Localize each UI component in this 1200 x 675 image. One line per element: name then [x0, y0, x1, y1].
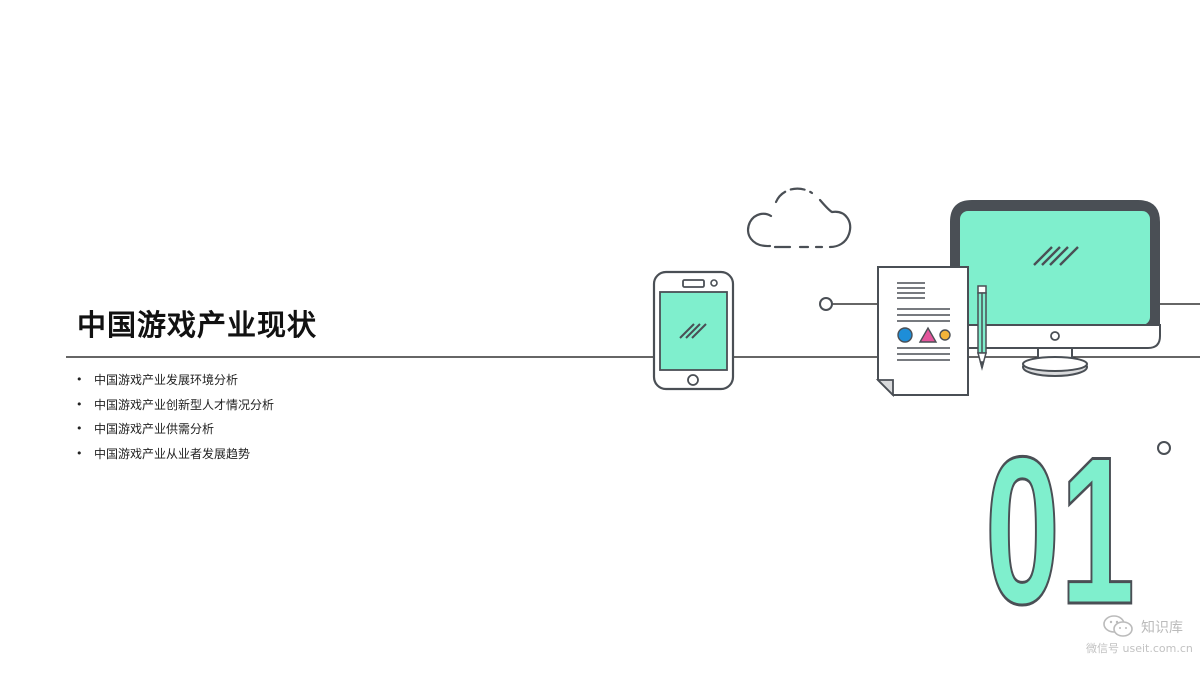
- monitor-icon: [949, 200, 1161, 377]
- list-item: 中国游戏产业发展环境分析: [76, 370, 274, 395]
- list-item: 中国游戏产业创新型人才情况分析: [76, 395, 274, 420]
- connector-dot: [819, 297, 833, 311]
- wechat-icon: [1103, 615, 1133, 637]
- phone-icon: [652, 270, 735, 391]
- watermark: 知识库 微信号 useit.com.cn: [1086, 614, 1196, 658]
- list-item: 中国游戏产业从业者发展趋势: [76, 444, 274, 469]
- pencil-icon: [977, 285, 987, 371]
- watermark-brand: 知识库: [1141, 620, 1183, 636]
- bullet-list: 中国游戏产业发展环境分析 中国游戏产业创新型人才情况分析 中国游戏产业供需分析 …: [76, 370, 274, 468]
- list-item: 中国游戏产业供需分析: [76, 419, 274, 444]
- cloud-icon: [746, 187, 852, 249]
- orange-circle-shape: [939, 329, 951, 341]
- watermark-url: 微信号 useit.com.cn: [1086, 642, 1193, 655]
- blue-circle-shape: [897, 327, 913, 343]
- slide-title: 中国游戏产业现状: [77, 308, 318, 342]
- decorative-dot: [1157, 441, 1171, 455]
- section-number: 01: [985, 413, 1135, 648]
- pink-triangle-shape: [918, 326, 938, 343]
- document-icon: [875, 266, 969, 398]
